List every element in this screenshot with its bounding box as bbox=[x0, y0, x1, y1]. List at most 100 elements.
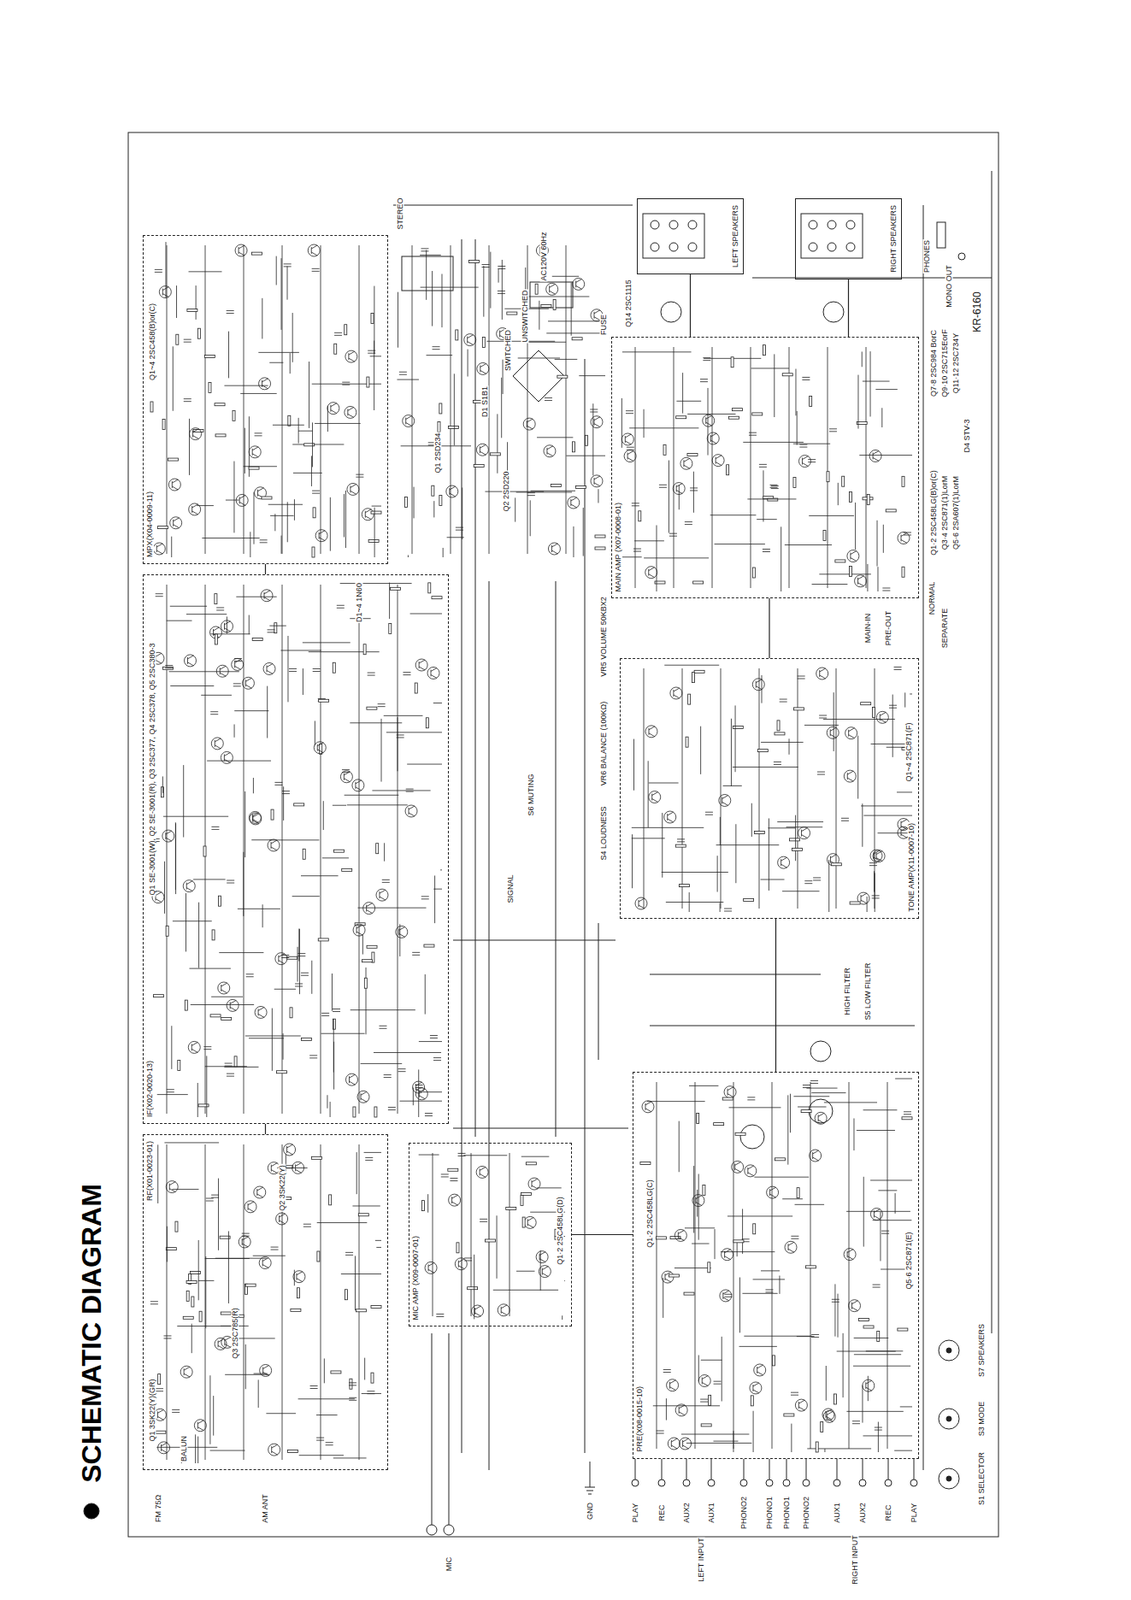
capacitor-symbol bbox=[705, 812, 713, 815]
wire bbox=[461, 487, 463, 540]
capacitor-plate bbox=[336, 605, 345, 607]
wire bbox=[836, 668, 837, 909]
capacitor-symbol bbox=[424, 1113, 433, 1117]
resistor-symbol bbox=[208, 382, 212, 394]
capacitor-symbol bbox=[420, 248, 429, 252]
wire bbox=[433, 500, 435, 518]
capacitor-plate bbox=[742, 1238, 750, 1240]
resistor-symbol bbox=[439, 494, 442, 506]
capacitor-plate bbox=[663, 1372, 672, 1373]
wire bbox=[795, 1204, 825, 1206]
transistor-symbol bbox=[376, 889, 389, 902]
transistor-body bbox=[679, 1437, 692, 1450]
transistor-lead bbox=[873, 1216, 880, 1220]
capacitor-plate bbox=[797, 678, 806, 680]
transistor-base bbox=[223, 1338, 225, 1346]
transistor-lead bbox=[428, 1262, 435, 1267]
wire bbox=[687, 413, 736, 415]
wire bbox=[673, 347, 675, 589]
resistor-symbol bbox=[317, 1251, 320, 1262]
transistor-symbol bbox=[260, 589, 273, 602]
wire bbox=[894, 1450, 913, 1452]
capacitor-symbol bbox=[155, 594, 164, 597]
transistor-body bbox=[327, 402, 340, 415]
transistor-base bbox=[826, 1413, 828, 1420]
transistor-base bbox=[347, 408, 348, 416]
transistor-lead bbox=[347, 413, 354, 418]
wire bbox=[752, 277, 992, 279]
resistor-symbol bbox=[901, 476, 905, 487]
resistor-symbol bbox=[863, 1325, 874, 1329]
capacitor-plate bbox=[790, 1238, 799, 1240]
resistor-symbol bbox=[571, 441, 575, 453]
resistor-symbol bbox=[329, 1195, 332, 1206]
capacitor-symbol bbox=[348, 1397, 357, 1401]
capacitor-symbol bbox=[831, 1299, 840, 1302]
resistor-symbol bbox=[522, 1217, 525, 1228]
transistor-lead bbox=[757, 1372, 764, 1376]
capacitor-plate bbox=[267, 631, 276, 633]
transistor-lead bbox=[366, 903, 373, 908]
transistor-lead bbox=[197, 1420, 204, 1425]
transistor-symbol bbox=[798, 827, 811, 840]
capacitor-plate bbox=[441, 1176, 449, 1178]
transistor-lead bbox=[770, 1187, 777, 1191]
wire bbox=[358, 907, 427, 909]
capacitor-symbol bbox=[164, 665, 173, 669]
capacitor-symbol bbox=[748, 432, 757, 436]
wire bbox=[837, 483, 839, 506]
connector bbox=[848, 279, 849, 337]
wire bbox=[271, 1008, 273, 1072]
transistor-lead bbox=[683, 458, 690, 462]
wire bbox=[320, 245, 322, 554]
capacitor-plate bbox=[458, 1155, 466, 1157]
transistor-lead bbox=[161, 1449, 168, 1454]
capacitor-plate bbox=[420, 247, 429, 249]
transistor-symbol bbox=[731, 1160, 744, 1173]
transistor-symbol bbox=[220, 751, 233, 764]
capacitor-plate bbox=[399, 374, 407, 376]
wire bbox=[712, 347, 713, 589]
wire bbox=[234, 710, 269, 712]
resistor-symbol bbox=[182, 1316, 194, 1320]
wire bbox=[793, 443, 831, 445]
transistor-symbol bbox=[276, 1213, 289, 1226]
capacitor-plate bbox=[164, 665, 173, 666]
resistor-symbol bbox=[730, 357, 734, 368]
transistor-body bbox=[524, 1216, 537, 1229]
resistor-symbol bbox=[364, 977, 367, 989]
resistor-symbol bbox=[455, 329, 459, 341]
wire bbox=[760, 1270, 780, 1272]
transistor-lead bbox=[239, 501, 246, 506]
transistor-lead bbox=[638, 898, 645, 902]
wire bbox=[298, 1398, 355, 1400]
transistor-base bbox=[848, 730, 849, 737]
wire bbox=[782, 890, 819, 892]
wire bbox=[719, 817, 721, 846]
transistor-base bbox=[624, 435, 626, 443]
capacitor-plate bbox=[398, 1068, 407, 1070]
capacitor-symbol bbox=[150, 1301, 159, 1305]
wire bbox=[753, 1411, 754, 1453]
capacitor-symbol bbox=[321, 1013, 330, 1016]
wire bbox=[676, 400, 701, 402]
transistor-symbol bbox=[847, 550, 860, 563]
transistor-body bbox=[721, 1248, 734, 1261]
transistor-base bbox=[788, 1243, 790, 1251]
capacitor-plate bbox=[804, 880, 813, 882]
resistor-symbol bbox=[193, 430, 204, 433]
wire bbox=[597, 488, 599, 503]
capacitor-symbol bbox=[216, 607, 224, 611]
transistor-symbol bbox=[448, 1194, 461, 1207]
wire bbox=[496, 1215, 498, 1279]
transistor-symbol bbox=[402, 415, 415, 428]
transistor-base bbox=[247, 1203, 249, 1211]
wire bbox=[308, 651, 380, 653]
capacitor-symbol bbox=[684, 522, 693, 525]
transistor-body bbox=[702, 414, 715, 427]
wire bbox=[197, 1083, 199, 1118]
transistor-base bbox=[252, 448, 254, 456]
transistor-lead bbox=[819, 675, 826, 679]
resistor-symbol bbox=[820, 1421, 824, 1432]
transistor-lead bbox=[571, 504, 578, 508]
